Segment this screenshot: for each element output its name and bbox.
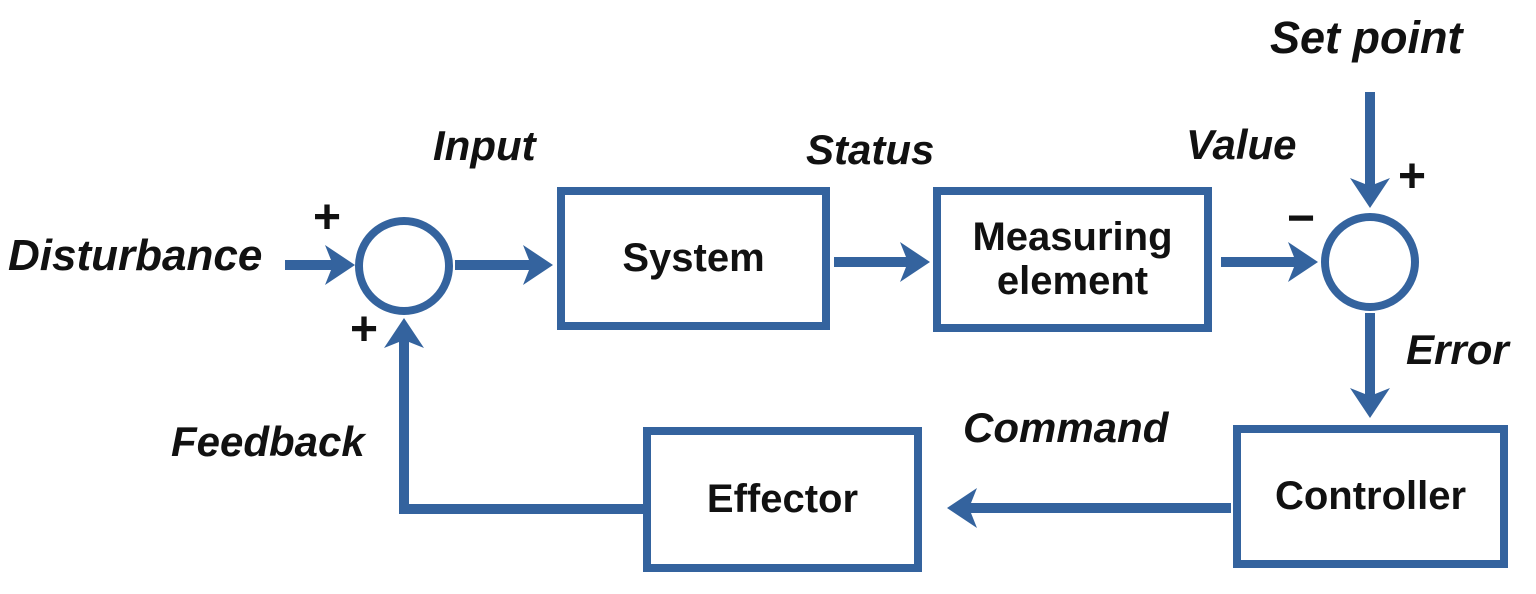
effector-box-label: Effector xyxy=(706,476,859,521)
value-label: Value xyxy=(1186,121,1297,168)
command-arrowhead-icon xyxy=(947,488,977,528)
sum2-value-minus-sign: − xyxy=(1286,192,1316,246)
effector-box: Effector xyxy=(643,427,922,572)
set-point-label: Set point xyxy=(1270,12,1463,63)
sum1-upper-plus-sign: + xyxy=(312,191,342,245)
feedback-label: Feedback xyxy=(171,418,365,465)
measuring-element-box-label: Measuring element xyxy=(972,215,1173,303)
input-arrowhead-icon xyxy=(523,245,553,285)
feedback-line xyxy=(399,337,646,514)
system-box: System xyxy=(557,187,830,330)
input-label: Input xyxy=(433,122,536,169)
system-box-label: System xyxy=(622,235,765,280)
controller-box-label: Controller xyxy=(1274,473,1467,518)
controller-box: Controller xyxy=(1233,425,1508,568)
disturbance-arrowhead-icon xyxy=(325,245,355,285)
status-arrowhead-icon xyxy=(900,242,930,282)
summing-junction-2-icon xyxy=(1321,213,1419,311)
error-arrowhead-icon xyxy=(1350,388,1390,418)
disturbance-label: Disturbance xyxy=(8,231,263,280)
command-label: Command xyxy=(963,404,1169,451)
summing-junction-1-icon xyxy=(355,217,453,315)
sum1-lower-plus-sign: + xyxy=(349,303,379,357)
value-arrowhead-icon xyxy=(1288,242,1318,282)
status-label: Status xyxy=(806,126,935,173)
feedback-arrowhead-icon xyxy=(384,318,424,348)
sum2-setpoint-plus-sign: + xyxy=(1397,150,1427,204)
error-label: Error xyxy=(1406,326,1509,373)
measuring-element-box: Measuring element xyxy=(933,187,1212,332)
set-point-arrowhead-icon xyxy=(1350,178,1390,208)
